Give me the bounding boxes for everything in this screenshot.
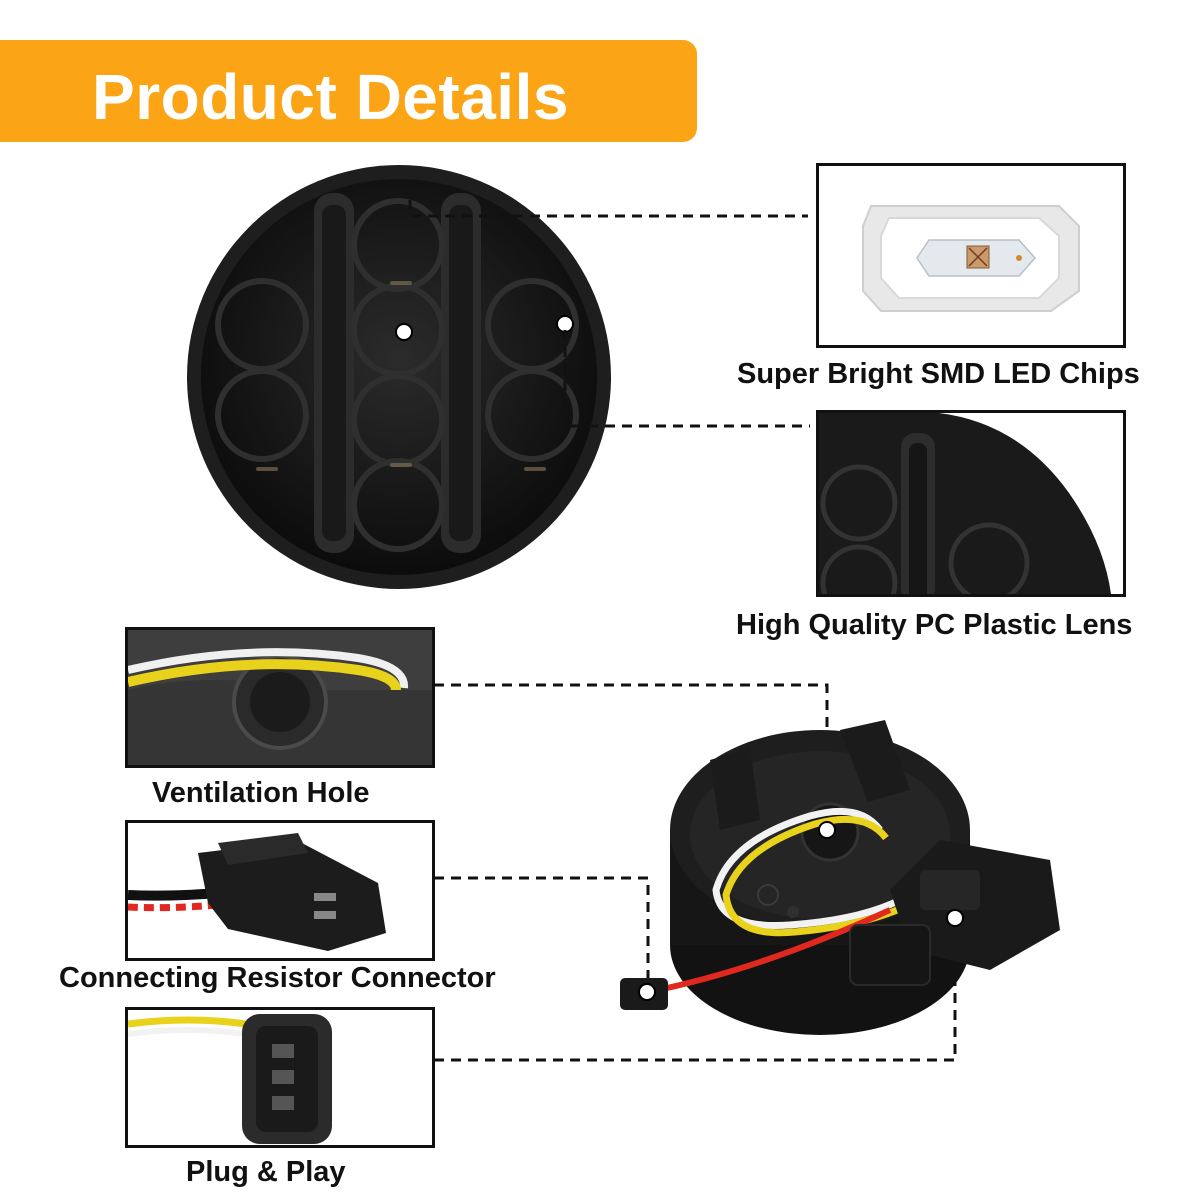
caption-led-chips: Super Bright SMD LED Chips	[737, 358, 1140, 390]
smd-chip-image	[862, 205, 1080, 312]
caption-lens: High Quality PC Plastic Lens	[736, 609, 1133, 641]
caption-connector: Connecting Resistor Connector	[59, 962, 496, 994]
lens-closeup-image	[819, 413, 1123, 594]
caption-ventilation: Ventilation Hole	[152, 777, 370, 809]
plug-play-image	[128, 1010, 432, 1145]
ventilation-hole-frame	[125, 627, 435, 768]
caption-plug-play: Plug & Play	[186, 1156, 346, 1188]
ventilation-hole-image	[128, 630, 432, 765]
front-lamp-image	[187, 165, 611, 589]
smd-led-chip-frame	[816, 163, 1126, 348]
banner-title: Product Details	[92, 61, 569, 133]
back-lamp-image	[620, 720, 1060, 1035]
plug-play-frame	[125, 1007, 435, 1148]
lens-closeup-frame	[816, 410, 1126, 597]
product-details-banner: Product Details	[0, 40, 697, 142]
resistor-connector-frame	[125, 820, 435, 961]
resistor-connector-image	[128, 823, 432, 958]
